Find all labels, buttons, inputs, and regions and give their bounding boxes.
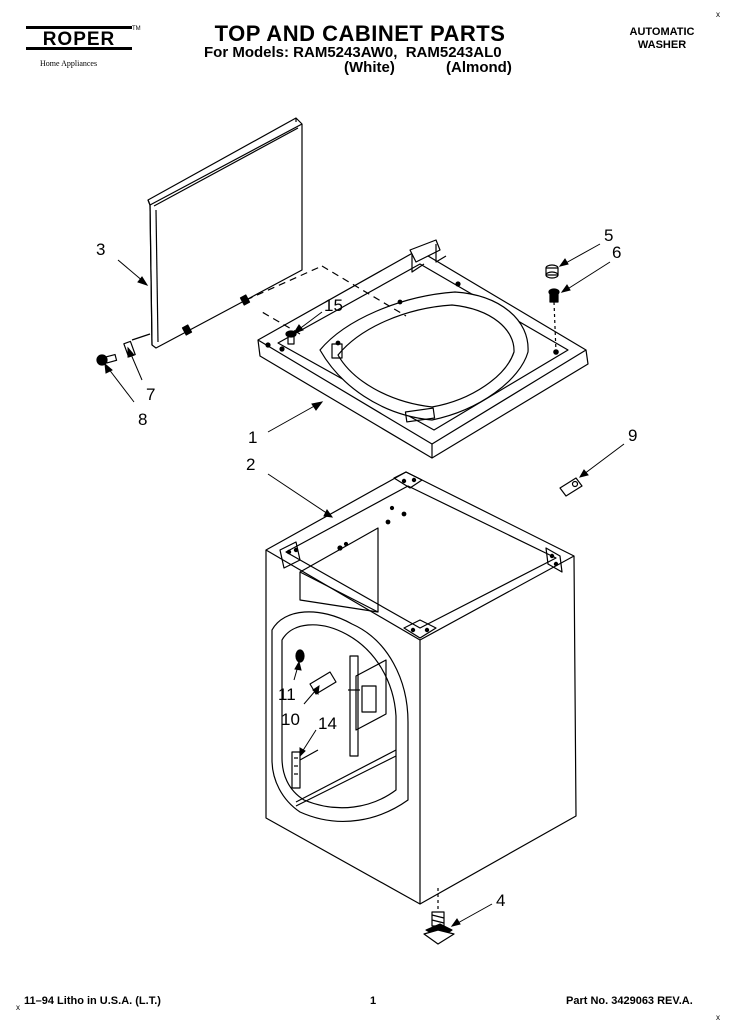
callout-9: 9 [628, 426, 638, 445]
callout-8: 8 [138, 410, 148, 429]
part-number: Part No. 3429063 REV.A. [566, 995, 693, 1007]
callout-10: 10 [281, 710, 300, 729]
lid-part [147, 117, 303, 349]
corner-bracket-right [545, 547, 563, 573]
trademark-mark: TM [132, 26, 141, 32]
callout-11: 11 [278, 685, 296, 704]
color-white: (White) [344, 59, 395, 76]
top-part [257, 239, 589, 459]
screw-part-15 [285, 330, 297, 345]
callout-arrows [104, 243, 625, 927]
callout-7: 7 [146, 385, 156, 404]
page-title: TOP AND CABINET PARTS [214, 21, 506, 46]
washer-part-6 [548, 288, 560, 353]
brand-text: ROPER [43, 29, 116, 50]
leveling-leg-part-4 [423, 888, 455, 945]
cap-part-5 [545, 264, 559, 279]
callout-14: 14 [318, 714, 337, 733]
page-number: 1 [370, 995, 377, 1007]
callout-15: 15 [324, 296, 343, 315]
clip-part-9 [559, 477, 583, 497]
cabinet-part [265, 471, 577, 905]
callout-5: 5 [604, 226, 614, 245]
brand-subtitle: Home Appliances [40, 59, 98, 68]
litho-note: 11–94 Litho in U.S.A. (L.T.) [24, 995, 161, 1007]
product-type-line2: WASHER [637, 39, 687, 51]
callout-6: 6 [612, 243, 622, 262]
corner-mark-bottom-right: x [716, 1013, 720, 1022]
corner-mark-bottom-left: x [16, 1003, 20, 1012]
corner-bracket-back [393, 471, 423, 489]
hose-part-14 [291, 749, 319, 789]
roper-logo: ROPER [26, 26, 132, 50]
callout-4: 4 [496, 891, 506, 910]
model-numbers: For Models: RAM5243AW0, RAM5243AL0 [204, 44, 502, 61]
corner-bracket-left [279, 541, 301, 569]
color-almond: (Almond) [446, 59, 512, 76]
callout-1: 1 [248, 428, 258, 447]
corner-mark-top: x [716, 10, 720, 19]
product-type: AUTOMATIC WASHER [622, 26, 702, 52]
callout-2: 2 [246, 455, 256, 474]
screw-part-11 [295, 649, 305, 663]
callout-3: 3 [96, 240, 106, 259]
corner-bracket-front [403, 619, 437, 639]
screw-part-8 [96, 353, 118, 366]
product-type-line1: AUTOMATIC [629, 26, 695, 38]
alignment-lines [245, 265, 407, 335]
